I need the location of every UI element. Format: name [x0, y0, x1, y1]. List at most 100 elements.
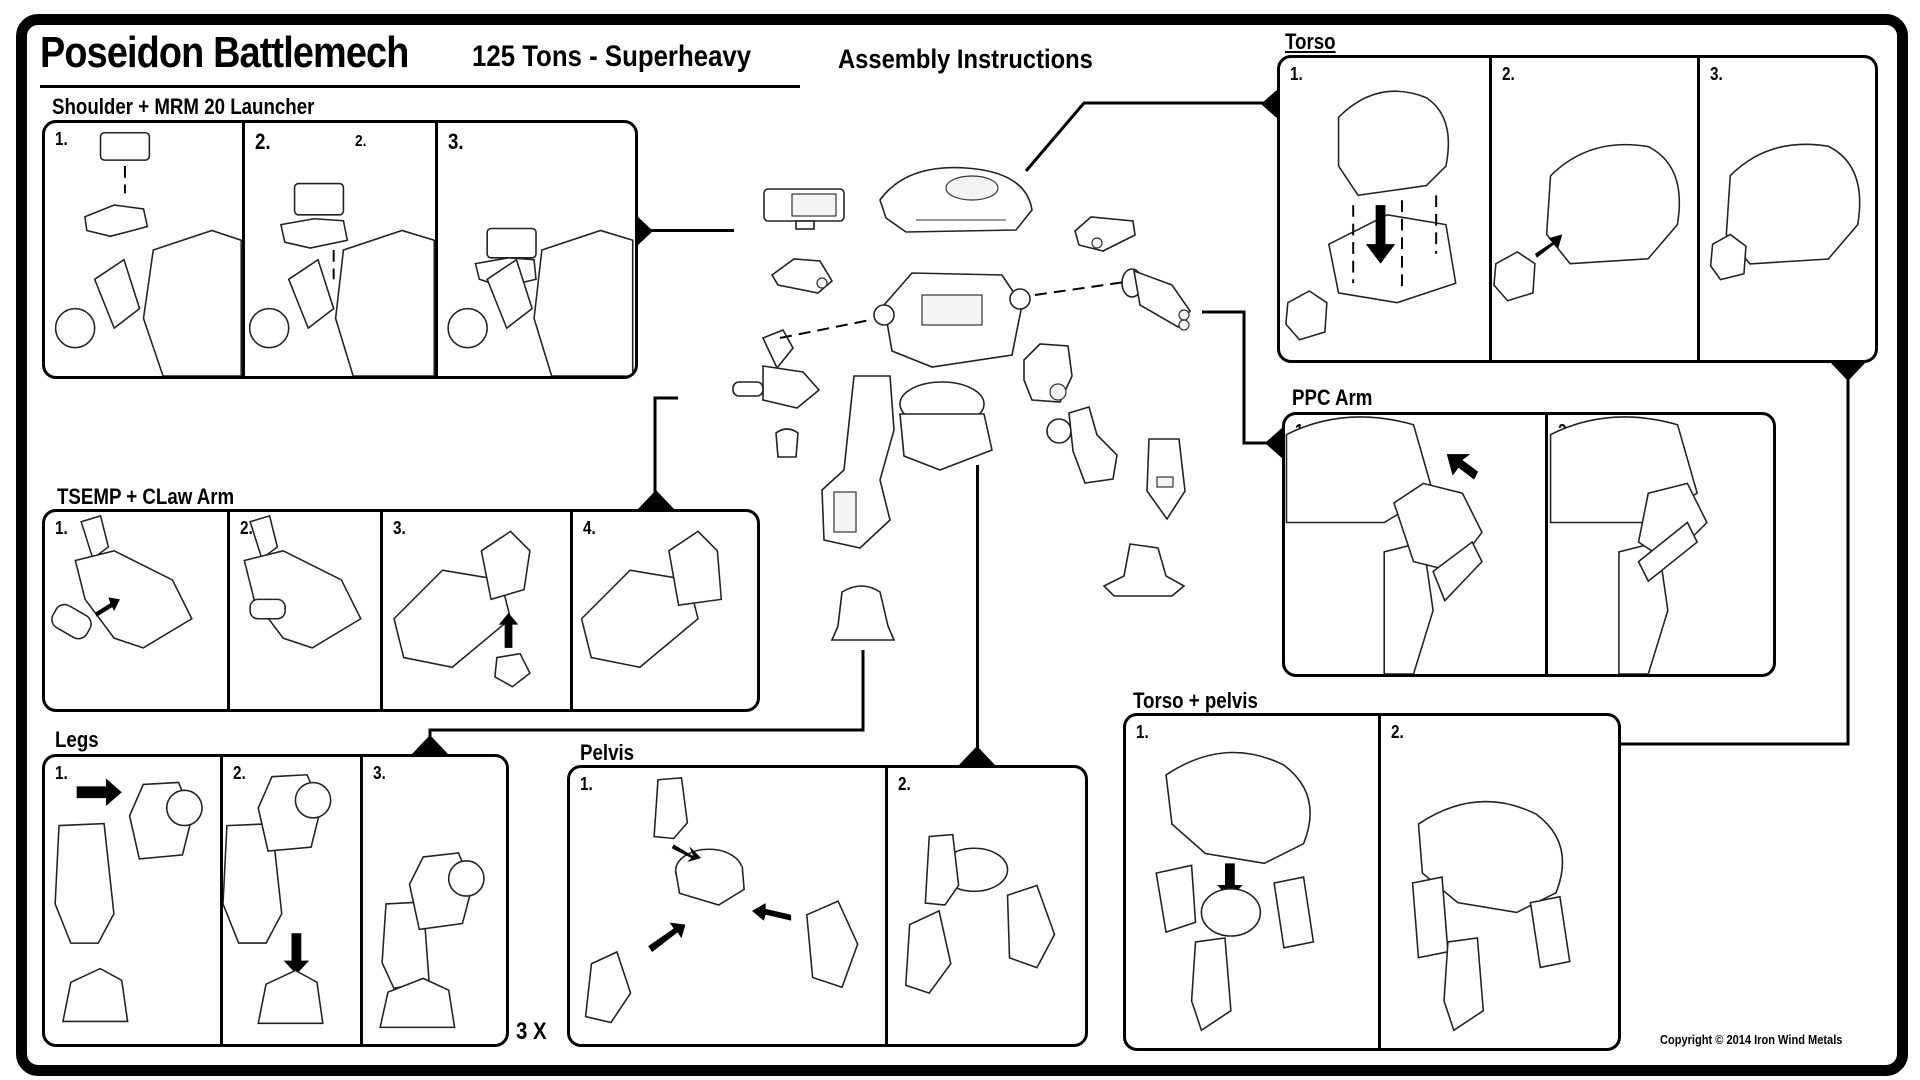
- step-number: 3.: [393, 518, 406, 538]
- shoulder-plate-left-illustration: [770, 255, 835, 295]
- mrm-launcher-part-illustration: [762, 185, 847, 230]
- torso-step-3-illustration: [1700, 58, 1875, 360]
- connector-line-torso-pelvis: [1620, 362, 1850, 746]
- torso-pelvis-step-1-illustration: [1126, 716, 1378, 1048]
- step-panel: 1.: [45, 757, 223, 1044]
- shoulder-step-3-illustration: [438, 123, 635, 376]
- step-number: 3.: [373, 763, 386, 783]
- section-legs: 1. 2. 3.: [42, 754, 509, 1047]
- ppc-arm-step-1-illustration: [1285, 415, 1545, 674]
- step-panel: 2.: [230, 512, 383, 709]
- connector-arrow-legs: [412, 735, 448, 754]
- section-shoulder-mrm: 1. 2. 2. 3.: [42, 120, 638, 379]
- torso-step-2-illustration: [1492, 58, 1697, 360]
- connector-arrow-ppc: [1265, 427, 1283, 459]
- shoulder-step-2-illustration: [245, 123, 436, 376]
- step-number: 2.: [898, 774, 911, 794]
- section-title-legs: Legs: [55, 727, 99, 752]
- connector-arrow-shoulder: [637, 216, 653, 246]
- section-pelvis: 1. 2.: [567, 765, 1088, 1047]
- pelvis-step-2-illustration: [888, 768, 1085, 1044]
- step-number-secondary: 2.: [355, 133, 367, 150]
- tsemp-step-3-illustration: [383, 512, 570, 709]
- section-torso-pelvis: 1. 2.: [1123, 713, 1621, 1051]
- tsemp-step-2-illustration: [230, 512, 380, 709]
- lower-leg-part-illustration: [1143, 433, 1188, 523]
- torso-step-1-illustration: [1280, 58, 1489, 360]
- step-number: 3.: [448, 129, 464, 154]
- step-panel: 2.: [222, 757, 363, 1044]
- page-subtitle: 125 Tons - Superheavy: [472, 40, 752, 73]
- quantity-label: 3 X: [516, 1018, 547, 1045]
- connector-line-tsemp: [653, 396, 678, 503]
- step-panel: 1.: [45, 123, 245, 376]
- connector-arrow-torso: [1261, 88, 1279, 120]
- connector-line-torso: [1024, 101, 1278, 172]
- hip-joint-part-illustration: [1045, 405, 1120, 485]
- step-number: 1.: [1136, 722, 1149, 742]
- legs-step-2-illustration: [222, 757, 360, 1044]
- step-panel: 4.: [573, 512, 757, 709]
- step-panel: 3.: [383, 512, 573, 709]
- assembly-dashed-guides: [779, 281, 1126, 339]
- section-ppc-arm: 1. 2.: [1282, 412, 1776, 677]
- connector-line-pelvis: [976, 465, 979, 750]
- cockpit-part-illustration: [1020, 340, 1075, 405]
- step-panel: 2.: [888, 768, 1085, 1044]
- lower-torso-part-illustration: [872, 265, 1032, 375]
- section-tsemp-claw-arm: 1. 2. 3. 4.: [42, 509, 760, 712]
- legs-step-3-illustration: [363, 757, 506, 1044]
- pelvis-step-1-illustration: [570, 768, 885, 1044]
- step-panel: 1.: [1285, 415, 1548, 674]
- step-number: 1.: [55, 763, 68, 783]
- foot-part-illustration-right: [1102, 540, 1187, 600]
- step-panel: 2.: [1381, 716, 1618, 1048]
- connector-arrow-tsemp: [638, 490, 674, 509]
- step-panel: 3.: [363, 757, 506, 1044]
- tsemp-step-1-illustration: [45, 512, 227, 709]
- step-panel: 1.: [1280, 58, 1492, 360]
- step-number: 1.: [580, 774, 593, 794]
- step-number: 1.: [55, 518, 68, 538]
- pelvis-leg-assembly-illustration: [820, 370, 1010, 570]
- connector-arrow-torso-pelvis: [1830, 362, 1866, 381]
- ppc-arm-step-2-illustration: [1548, 415, 1773, 674]
- copyright-notice: Copyright © 2014 Iron Wind Metals: [1660, 1032, 1843, 1047]
- document-type-heading: Assembly Instructions: [838, 44, 1093, 74]
- section-title-torso-pelvis: Torso + pelvis: [1133, 688, 1258, 713]
- step-panel: 3.: [438, 123, 635, 376]
- section-title-torso: Torso: [1285, 29, 1336, 54]
- page-title: Poseidon Battlemech: [40, 28, 409, 77]
- section-title-tsemp-claw: TSEMP + CLaw Arm: [57, 484, 235, 509]
- connector-line-shoulder: [637, 229, 734, 232]
- tsemp-claw-arm-part-illustration: [732, 328, 823, 413]
- section-title-ppc-arm: PPC Arm: [1292, 385, 1373, 410]
- ppc-arm-part-illustration: [1120, 265, 1195, 335]
- step-panel: 1.: [45, 512, 230, 709]
- torso-pelvis-step-2-illustration: [1381, 716, 1618, 1048]
- step-number: 1.: [55, 129, 68, 149]
- title-underline: [40, 85, 800, 88]
- claw-part-illustration: [772, 425, 802, 460]
- step-number: 2.: [255, 129, 271, 154]
- step-number: 2.: [240, 518, 253, 538]
- foot-part-illustration-left: [828, 580, 898, 645]
- upper-torso-part-illustration: [876, 160, 1036, 240]
- step-panel: 2. 2.: [245, 123, 438, 376]
- step-number: 1.: [1290, 64, 1303, 84]
- step-number: 2.: [1391, 722, 1404, 742]
- tsemp-step-4-illustration: [573, 512, 757, 709]
- connector-arrow-pelvis: [959, 746, 995, 765]
- section-torso: 1. 2. 3.: [1277, 55, 1878, 363]
- step-panel: 2.: [1548, 415, 1773, 674]
- step-number: 3.: [1709, 64, 1723, 84]
- step-panel: 2.: [1492, 58, 1700, 360]
- shoulder-step-1-illustration: [45, 123, 242, 376]
- legs-step-1-illustration: [45, 757, 220, 1044]
- section-title-shoulder: Shoulder + MRM 20 Launcher: [52, 94, 315, 119]
- step-panel: 1.: [570, 768, 888, 1044]
- shoulder-plate-right-illustration: [1073, 213, 1138, 253]
- step-panel: 1.: [1126, 716, 1381, 1048]
- step-number: 4.: [583, 518, 596, 538]
- section-title-pelvis: Pelvis: [580, 740, 635, 765]
